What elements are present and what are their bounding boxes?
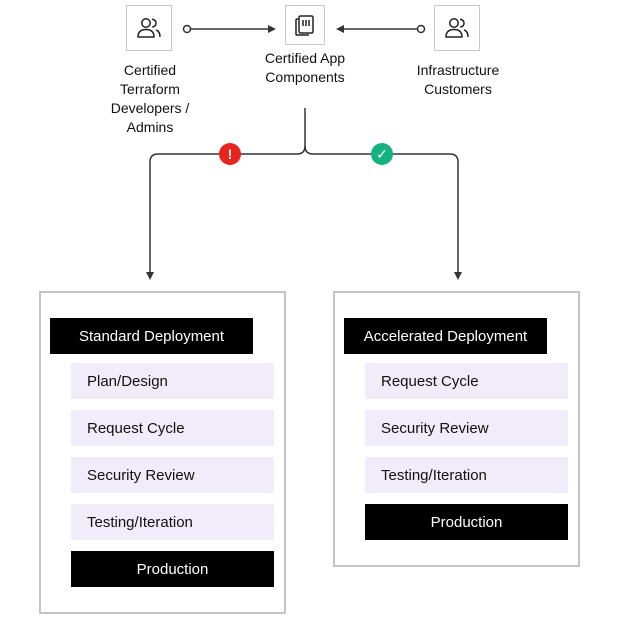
developers-icon-box bbox=[126, 5, 172, 51]
accelerated-deployment-title: Accelerated Deployment bbox=[344, 318, 547, 354]
users-icon bbox=[445, 18, 469, 38]
check-icon: ✓ bbox=[371, 143, 393, 165]
standard-step-request-cycle: Request Cycle bbox=[71, 410, 274, 446]
accelerated-step-testing-iteration: Testing/Iteration bbox=[365, 457, 568, 493]
customers-label: Infrastructure Customers bbox=[416, 62, 500, 97]
standard-step-production: Production bbox=[71, 551, 274, 587]
accelerated-step-request-cycle: Request Cycle bbox=[365, 363, 568, 399]
standard-step-security-review: Security Review bbox=[71, 457, 274, 493]
developers-label: Certified Terraform Developers / Admins bbox=[110, 62, 190, 135]
document-stack-icon bbox=[295, 15, 314, 36]
accelerated-step-security-review: Security Review bbox=[365, 410, 568, 446]
customers-icon-box bbox=[434, 5, 480, 51]
developers-to-components-arrow bbox=[182, 24, 276, 34]
components-icon-box bbox=[285, 5, 325, 45]
accelerated-step-production: Production bbox=[365, 504, 568, 540]
components-label: Certified App Components bbox=[264, 50, 346, 85]
standard-step-plan-design: Plan/Design bbox=[71, 363, 274, 399]
customers-to-components-arrow bbox=[336, 24, 426, 34]
users-icon bbox=[137, 18, 161, 38]
alert-icon: ! bbox=[219, 143, 241, 165]
standard-step-testing-iteration: Testing/Iteration bbox=[71, 504, 274, 540]
standard-deployment-title: Standard Deployment bbox=[50, 318, 253, 354]
